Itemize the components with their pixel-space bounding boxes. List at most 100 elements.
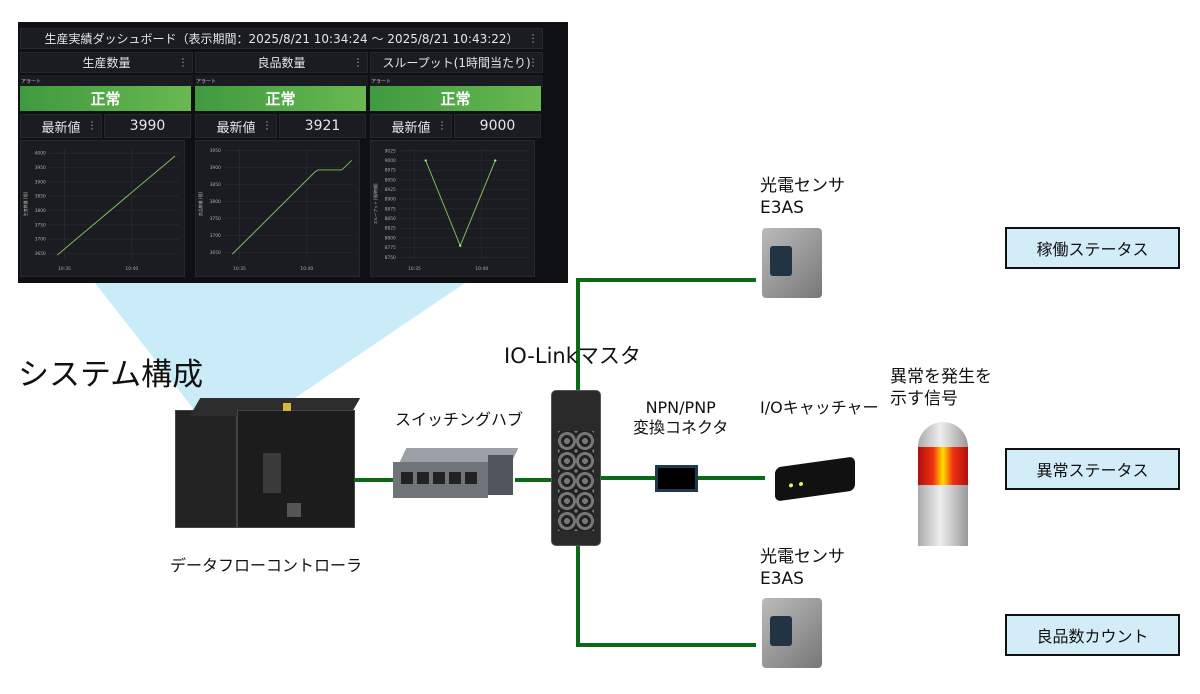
y-axis-label: 生産数量 [個] [23, 192, 28, 216]
switch-hub-label: スイッチングハブ [395, 410, 524, 429]
io-link-master-image [551, 390, 601, 546]
menu-icon[interactable]: ⋮ [262, 120, 272, 132]
alert-panel [370, 75, 543, 87]
alert-panel [20, 75, 193, 87]
y-tick-label: 9025 [385, 148, 396, 154]
link-master-up [576, 278, 580, 390]
panel-title: 良品数量 [257, 56, 306, 70]
y-tick-label: 3950 [210, 148, 221, 154]
menu-icon[interactable]: ⋮ [87, 120, 97, 132]
menu-icon[interactable]: ⋮ [528, 33, 538, 44]
sensor-top-label: 光電センサ E3AS [760, 176, 845, 218]
latest-label: 最新値 [41, 120, 81, 136]
y-tick-label: 4000 [35, 151, 46, 157]
x-tick-label: 10:40 [300, 266, 313, 272]
y-tick-label: 9000 [385, 158, 396, 164]
npn-pnp-converter [655, 465, 698, 492]
latest-value: 3921 [279, 114, 366, 138]
section-title: システム構成 [18, 357, 204, 393]
y-tick-label: 8875 [385, 206, 396, 212]
y-tick-label: 8750 [385, 255, 396, 261]
alert-panel [195, 75, 368, 87]
y-tick-label: 3900 [35, 179, 46, 185]
io-catcher-label: I/Oキャッチャー [760, 398, 879, 417]
latest-value: 3990 [104, 114, 191, 138]
status-running-box: 稼働ステータス [1005, 227, 1180, 269]
latest-label-panel: 最新値 ⋮ [195, 114, 277, 138]
signal-tower-image [918, 422, 968, 546]
menu-icon[interactable]: ⋮ [437, 120, 447, 132]
series-line [57, 155, 176, 256]
io-link-master-label: IO-Linkマスタ [504, 344, 641, 368]
series-line [425, 160, 496, 247]
status-indicator: 正常 [20, 86, 191, 111]
menu-icon[interactable]: ⋮ [178, 57, 188, 68]
y-tick-label: 3650 [35, 251, 46, 257]
data-point [459, 244, 462, 247]
y-tick-label: 8800 [385, 235, 396, 241]
y-tick-label: 3650 [210, 250, 221, 256]
chart-svg: 8750877588008825885088758900892589508975… [373, 148, 529, 272]
latest-label-panel: 最新値 ⋮ [370, 114, 452, 138]
status-error-box: 異常ステータス [1005, 448, 1180, 490]
y-tick-label: 3700 [210, 233, 221, 239]
menu-icon[interactable]: ⋮ [353, 57, 363, 68]
link-master-down [576, 545, 580, 647]
latest-label: 最新値 [216, 120, 256, 136]
data-point [424, 159, 427, 162]
panel-header: スループット(1時間当たり)⋮ [370, 52, 543, 73]
dashboard-title-panel: 生産実績ダッシュボード（表示期間：2025/8/21 10:34:24 ～ 20… [20, 28, 543, 49]
panel-title: スループット(1時間当たり) [382, 56, 531, 70]
signal-tower-label: 異常を発生を 示す信号 [890, 367, 992, 409]
series-line [231, 160, 352, 255]
photoelectric-sensor-top-image [762, 228, 822, 298]
latest-value: 9000 [454, 114, 541, 138]
y-tick-label: 8925 [385, 187, 396, 193]
y-tick-label: 8950 [385, 177, 396, 183]
latest-label-panel: 最新値 ⋮ [20, 114, 102, 138]
data-flow-controller-image [175, 398, 361, 530]
y-tick-label: 3750 [210, 216, 221, 222]
y-tick-label: 3900 [210, 165, 221, 171]
link-sensor-top [576, 278, 756, 282]
y-tick-label: 3800 [35, 208, 46, 214]
x-tick-label: 10:40 [125, 266, 138, 272]
alert-label: アラート [21, 79, 42, 85]
dashboard-title: 生産実績ダッシュボード（表示期間：2025/8/21 10:34:24 ～ 20… [44, 32, 519, 46]
y-tick-label: 8900 [385, 197, 396, 203]
trend-chart: 3650 3700 3750 3800 3850 3900 3950 10:35 10:40 良品… [195, 140, 360, 277]
y-tick-label: 3750 [35, 222, 46, 228]
link-hub-master [515, 478, 552, 482]
y-axis-label: 良品数量 [個] [198, 192, 203, 216]
latest-label: 最新値 [391, 120, 431, 136]
y-tick-label: 3800 [210, 199, 221, 205]
link-controller-hub [355, 478, 395, 482]
panel-header: 生産数量 ⋮ [20, 52, 193, 73]
y-tick-label: 8850 [385, 216, 396, 222]
alert-label: アラート [196, 79, 217, 85]
y-tick-label: 3850 [35, 194, 46, 200]
switching-hub-image [393, 448, 519, 500]
data-point [494, 159, 497, 162]
menu-icon[interactable]: ⋮ [528, 57, 538, 68]
y-tick-label: 8775 [385, 245, 396, 251]
x-tick-label: 10:35 [233, 266, 246, 272]
photoelectric-sensor-bottom-image [762, 598, 822, 668]
y-tick-label: 3850 [210, 182, 221, 188]
sensor-bottom-label: 光電センサ E3AS [760, 547, 845, 589]
production-dashboard: 生産実績ダッシュボード（表示期間：2025/8/21 10:34:24 ～ 20… [18, 22, 568, 283]
y-tick-label: 3950 [35, 165, 46, 171]
status-indicator: 正常 [370, 86, 541, 111]
status-good-count-box: 良品数カウント [1005, 614, 1180, 656]
y-tick-label: 8975 [385, 168, 396, 174]
x-tick-label: 10:40 [475, 266, 488, 272]
controller-label: データフローコントローラ [170, 556, 363, 575]
status-indicator: 正常 [195, 86, 366, 111]
chart-svg: 3650 3700 3750 3800 3850 3900 3950 10:35 10:40 良品… [198, 148, 354, 272]
panel-header: 良品数量 ⋮ [195, 52, 368, 73]
panel-title: 生産数量 [82, 56, 131, 70]
